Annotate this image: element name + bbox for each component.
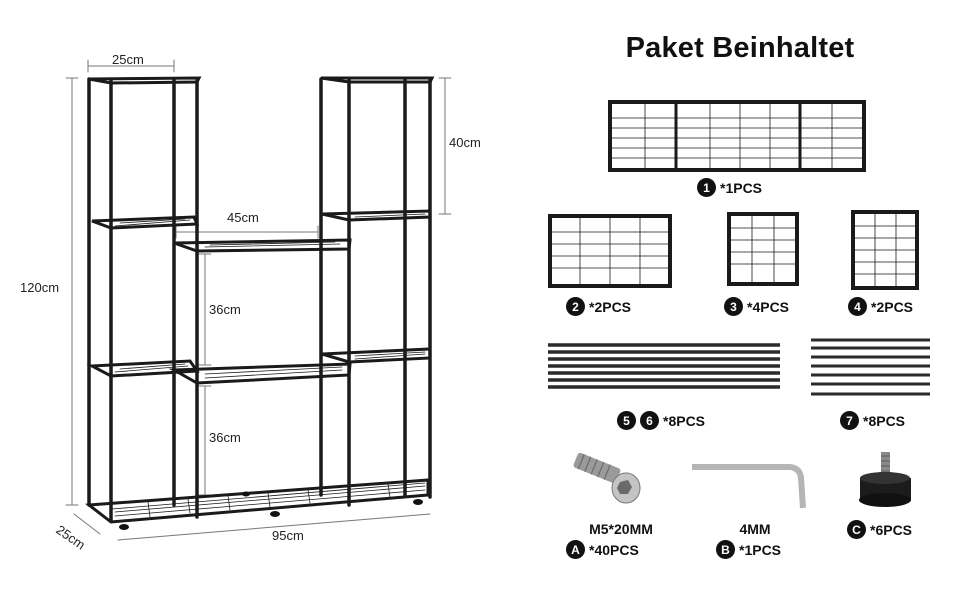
package-title: Paket Beinhaltet	[625, 32, 855, 64]
gap-lower-label: 36cm	[209, 430, 241, 445]
part-4-qty: *2PCS	[871, 298, 914, 315]
part-2-label: 2 *2PCS	[566, 297, 631, 316]
part-7-badge: 7	[840, 411, 859, 430]
part-b-qty: *1PCS	[739, 541, 782, 558]
part-7-qty: *8PCS	[863, 412, 906, 429]
part-1-badge: 1	[697, 178, 716, 197]
part-c-badge: C	[847, 520, 866, 539]
part-a-badge: A	[566, 540, 585, 559]
tower-top-label: 40cm	[449, 135, 481, 150]
part-5-6-label: 5 6 *8PCS	[617, 411, 705, 430]
part-b-label: B *1PCS	[716, 540, 781, 559]
part-1-qty: *1PCS	[720, 179, 763, 196]
part-4-label: 4 *2PCS	[848, 297, 913, 316]
part-2-badge: 2	[566, 297, 585, 316]
part-a-name: M5*20MM	[589, 521, 653, 537]
part-a-qty: *40PCS	[589, 541, 639, 558]
part-c-label: C *6PCS	[847, 520, 912, 539]
total-width-label: 95cm	[272, 528, 304, 543]
part-a-label: A *40PCS	[566, 540, 639, 559]
part-1-label: 1 *1PCS	[697, 178, 762, 197]
part-6-badge: 6	[640, 411, 659, 430]
top-width-label: 25cm	[112, 52, 144, 67]
middle-width-label: 45cm	[227, 210, 259, 225]
part-b-name: 4MM	[739, 521, 771, 537]
part-c-qty: *6PCS	[870, 521, 913, 538]
part-5-badge: 5	[617, 411, 636, 430]
gap-upper-label: 36cm	[209, 302, 241, 317]
height-label: 120cm	[20, 280, 60, 295]
part-b-badge: B	[716, 540, 735, 559]
part-4-badge: 4	[848, 297, 867, 316]
part-7-label: 7 *8PCS	[840, 411, 905, 430]
part-3-badge: 3	[724, 297, 743, 316]
part-3-qty: *4PCS	[747, 298, 790, 315]
part-5-6-qty: *8PCS	[663, 412, 706, 429]
part-2-qty: *2PCS	[589, 298, 632, 315]
part-3-label: 3 *4PCS	[724, 297, 789, 316]
